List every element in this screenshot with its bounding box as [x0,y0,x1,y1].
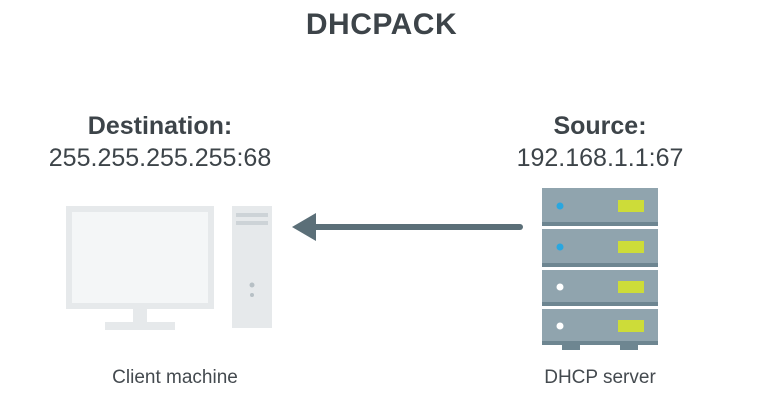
server-rack-icon [542,188,658,350]
server-drive-slot-1 [618,200,644,212]
arrow-head [292,213,316,241]
server-drive-slot-4 [618,320,644,332]
server-foot-right [620,345,638,350]
server-unit-2-shade [542,263,658,267]
arrow-left-icon [292,213,523,241]
diagram-title: DHCPACK [305,8,458,41]
monitor-neck [133,309,147,325]
tower-power-button [250,293,254,297]
dhcp-server-caption: DHCP server [544,367,656,388]
server-unit-3-shade [542,302,658,306]
server-led-4 [556,322,564,330]
source-label: Source: [553,112,647,140]
destination-block: Destination: 255.255.255.255:68 [20,110,300,174]
server-drive-slot-2 [618,241,644,253]
source-address: 192.168.1.1:67 [516,144,684,172]
server-led-3 [556,283,564,291]
tower-drive-bay-2 [236,221,268,225]
server-led-1 [556,202,564,210]
monitor-base [105,322,175,330]
server-led-2 [556,243,564,251]
client-machine-caption: Client machine [112,367,238,388]
desktop-computer-icon [66,206,272,330]
server-drive-slot-3 [618,281,644,293]
server-unit-1-shade [542,222,658,226]
source-block: Source: 192.168.1.1:67 [480,110,720,174]
server-unit-4-shade [542,341,658,345]
monitor-screen [72,212,208,303]
destination-label: Destination: [87,112,233,140]
tower-drive-bay-1 [236,213,268,217]
server-foot-left [562,345,580,350]
pc-tower [232,206,272,328]
destination-address: 255.255.255.255:68 [48,144,272,172]
tower-power-light [249,282,255,288]
